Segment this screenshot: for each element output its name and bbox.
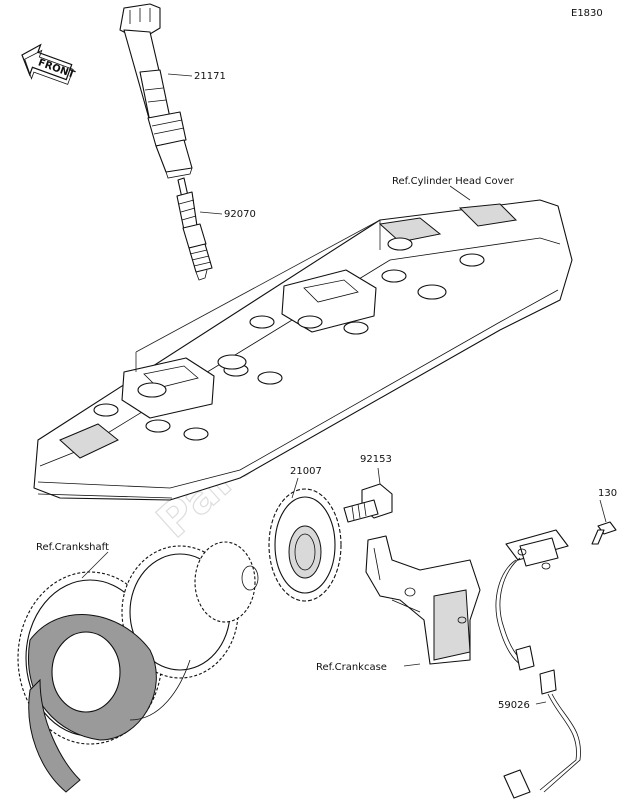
diagram-code: E1830 [571,8,603,19]
label-spark-plug: 92070 [224,209,256,220]
label-cylinder-head-cover: Ref.Cylinder Head Cover [392,176,515,187]
crankshaft [17,541,259,793]
pickup-rotor [268,488,342,602]
bolt [343,483,393,523]
label-crankcase: Ref.Crankcase [316,662,387,673]
cylinder-head-cover [33,199,573,501]
front-arrow-icon: FRONT [21,43,76,85]
screw [591,521,617,545]
label-screw: 130 [598,488,617,499]
label-crankshaft: Ref.Crankshaft [36,542,109,553]
spark-plug [176,177,213,281]
ignition-coil [119,3,193,179]
crankcase [365,535,481,665]
label-ignition-coil: 21171 [194,71,226,82]
label-crank-sensor: 59026 [498,700,530,711]
label-pickup-rotor: 21007 [290,466,322,477]
label-bolt: 92153 [360,454,392,465]
crank-sensor [495,529,581,799]
